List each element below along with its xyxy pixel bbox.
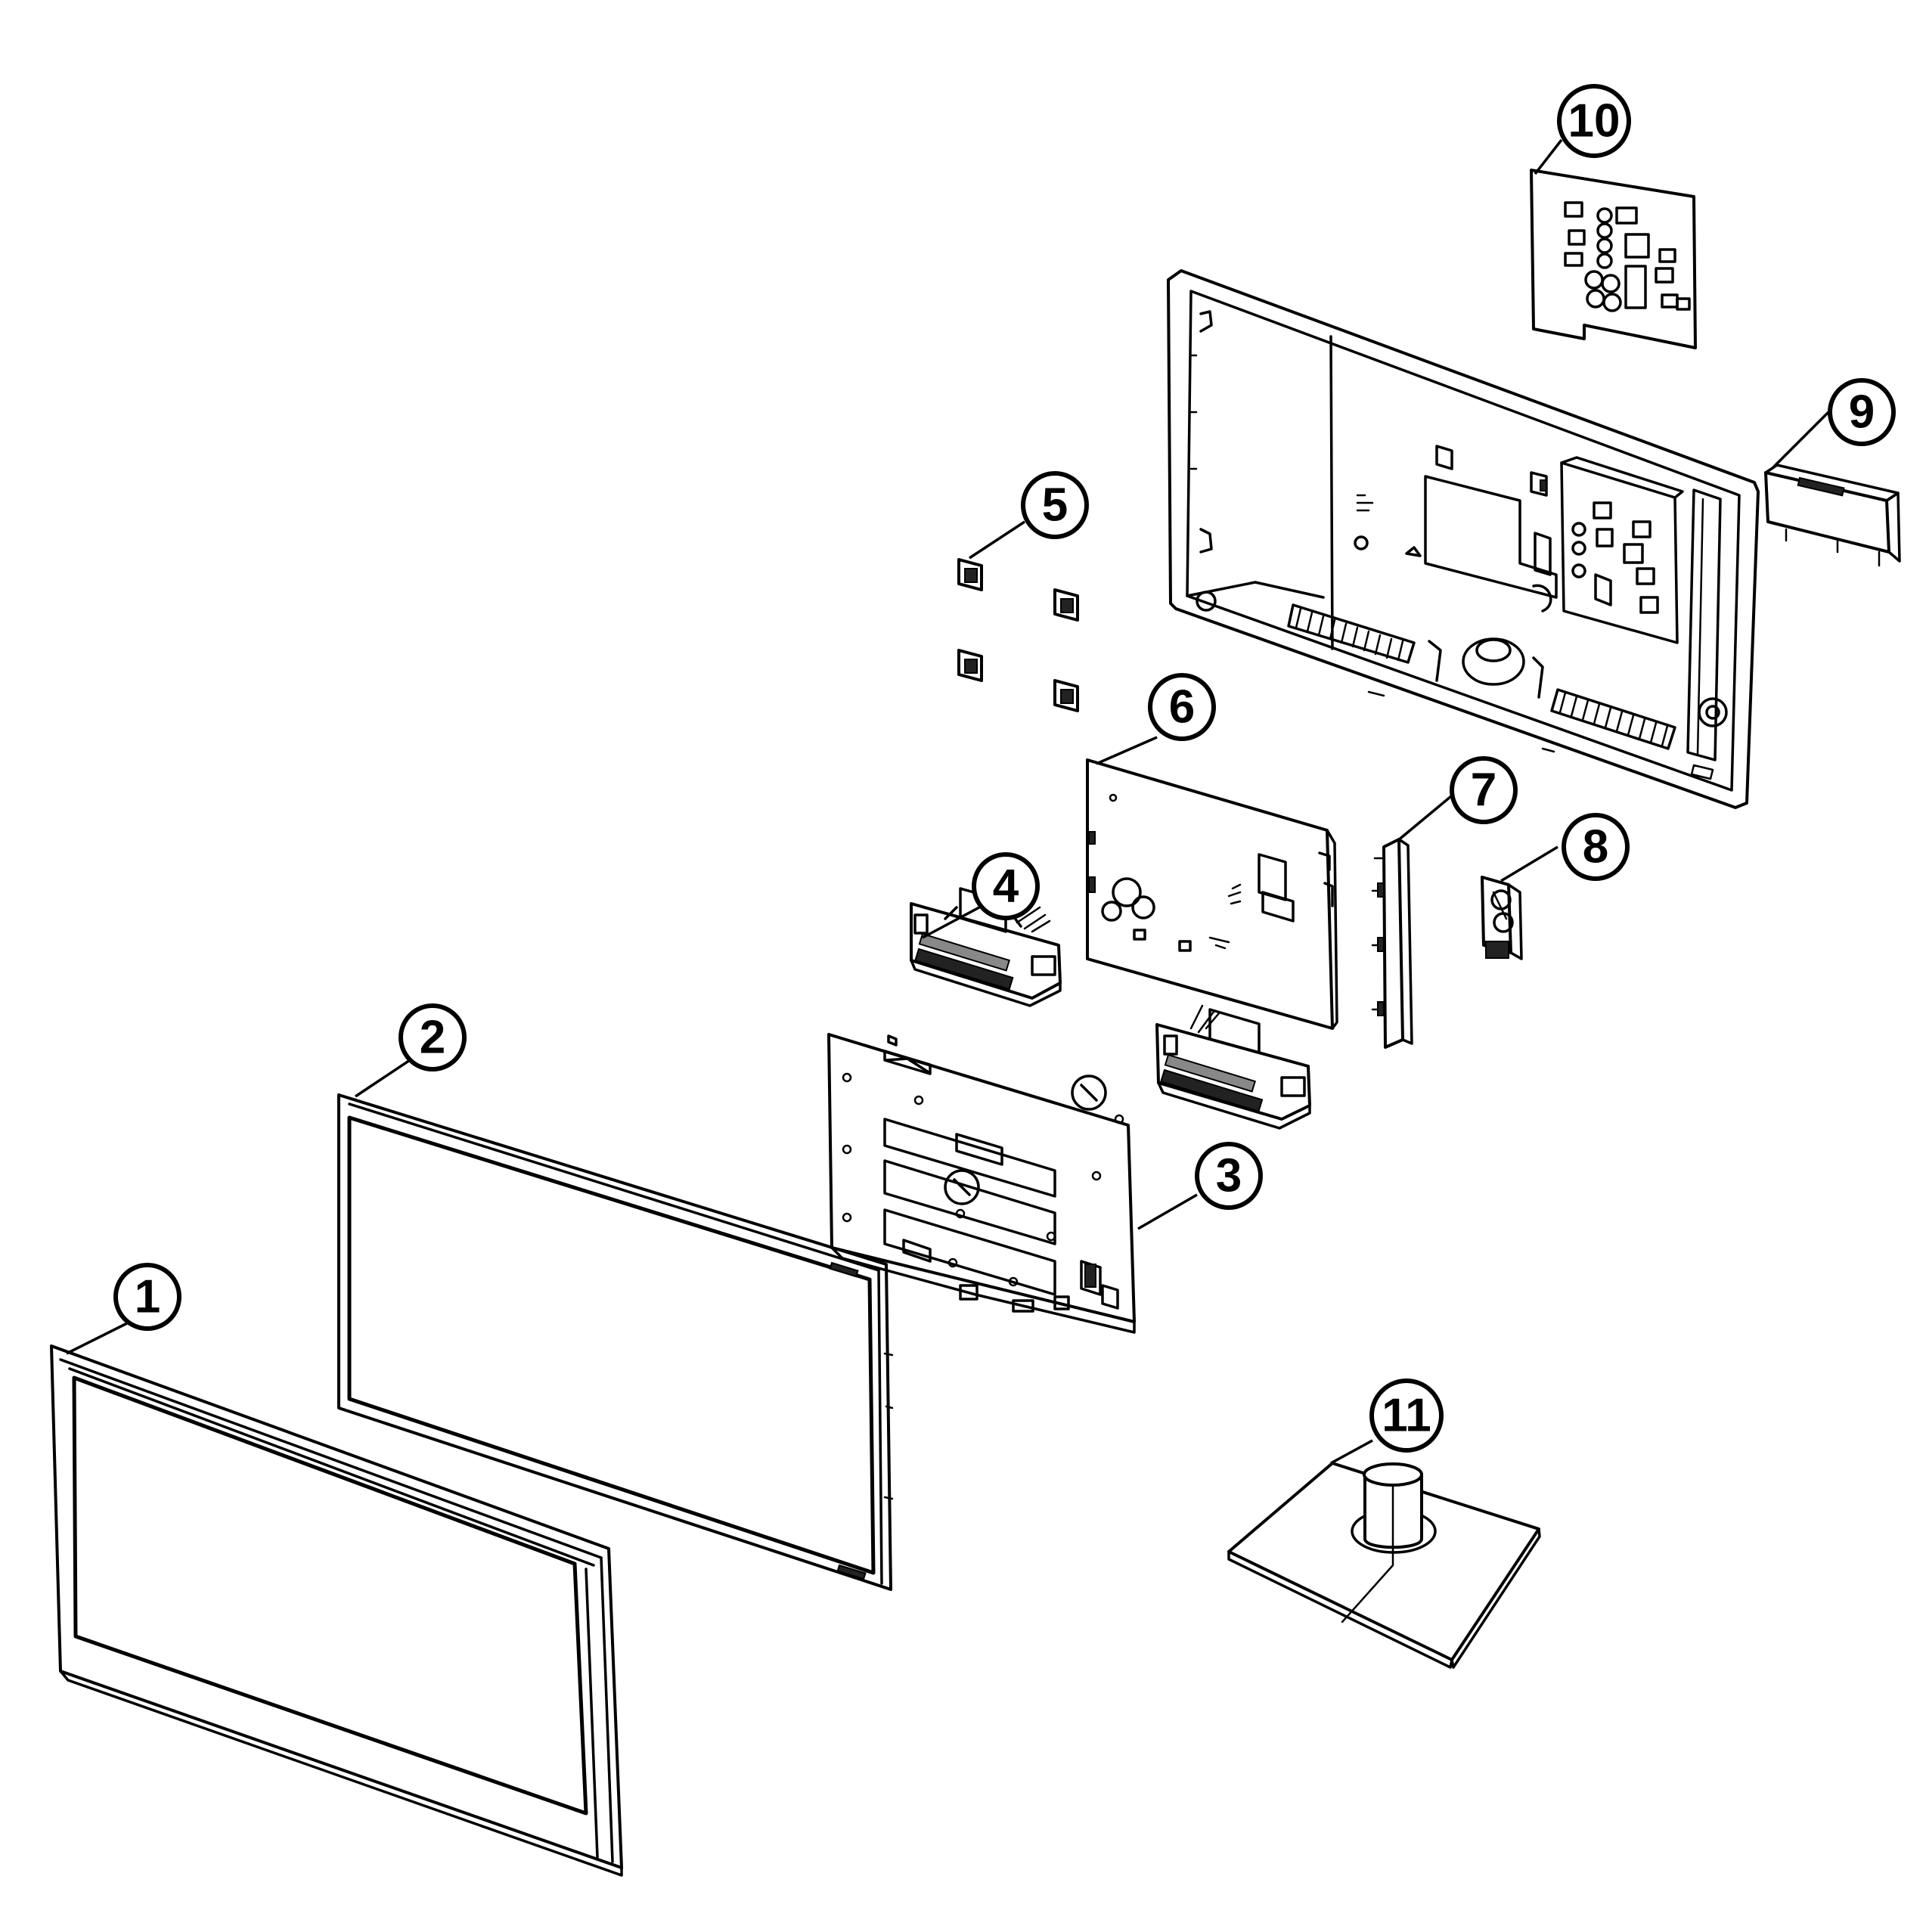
leader-6: [1096, 736, 1158, 765]
part-side-board: [1764, 464, 1901, 567]
part-side-bracket: [1371, 838, 1413, 1049]
leader-7: [1396, 791, 1457, 842]
part-clips: [957, 558, 1079, 712]
part-main-board: [1086, 758, 1338, 1030]
leader-2: [355, 1056, 415, 1098]
leader-1: [66, 1318, 135, 1355]
part-board-right: [1155, 1004, 1311, 1130]
part-stand: [1227, 1462, 1541, 1669]
callout-10: 10: [1557, 84, 1631, 158]
callout-8: 8: [1562, 813, 1630, 881]
callout-7: 7: [1450, 756, 1518, 824]
part-back-cover: [1167, 269, 1760, 809]
callout-11: 11: [1369, 1378, 1444, 1453]
leader-4: [922, 906, 980, 939]
callout-label-4: 4: [993, 861, 1019, 913]
callout-6: 6: [1148, 673, 1216, 741]
part-label-sheet: [1530, 169, 1697, 349]
part-front-bezel: [50, 1344, 623, 1877]
callout-9: 9: [1828, 378, 1896, 446]
callout-label-10: 10: [1568, 95, 1621, 147]
clip-4: [1053, 679, 1079, 712]
terminal-area: [1424, 445, 1684, 644]
stand-socket: [1428, 637, 1544, 699]
leader-8: [1500, 845, 1558, 882]
leader-9: [1772, 411, 1830, 469]
leader-lines: [66, 138, 1830, 1465]
callout-5: 5: [1021, 471, 1089, 539]
leader-3: [1137, 1193, 1198, 1230]
callout-label-7: 7: [1471, 764, 1496, 817]
callout-label-9: 9: [1849, 386, 1875, 439]
callout-label-8: 8: [1583, 821, 1608, 873]
callout-3: 3: [1195, 1142, 1263, 1210]
clip-1: [957, 558, 983, 591]
callout-label-11: 11: [1382, 1390, 1431, 1442]
callout-2: 2: [399, 1003, 467, 1071]
leader-5: [969, 520, 1025, 560]
part-board-left: [910, 887, 1062, 1007]
callout-label-5: 5: [1042, 479, 1068, 532]
vent-right: [1550, 688, 1676, 750]
callout-1: 1: [113, 1263, 181, 1331]
callout-label-6: 6: [1169, 681, 1195, 733]
part-lcd-panel: [337, 1093, 894, 1591]
clip-2: [1053, 588, 1079, 622]
part-small-module: [1481, 876, 1523, 960]
callout-label-2: 2: [420, 1012, 445, 1064]
part-chassis-bracket: [827, 1033, 1136, 1334]
callout-label-1: 1: [135, 1271, 160, 1323]
vent-left: [1287, 603, 1416, 664]
callout-label-3: 3: [1216, 1150, 1242, 1202]
leader-10: [1534, 138, 1563, 175]
callout-4: 4: [972, 852, 1040, 920]
callouts: 1 2 3 4 5 6 7 8: [113, 84, 1896, 1453]
leader-11: [1330, 1439, 1373, 1465]
clip-3: [957, 649, 983, 682]
